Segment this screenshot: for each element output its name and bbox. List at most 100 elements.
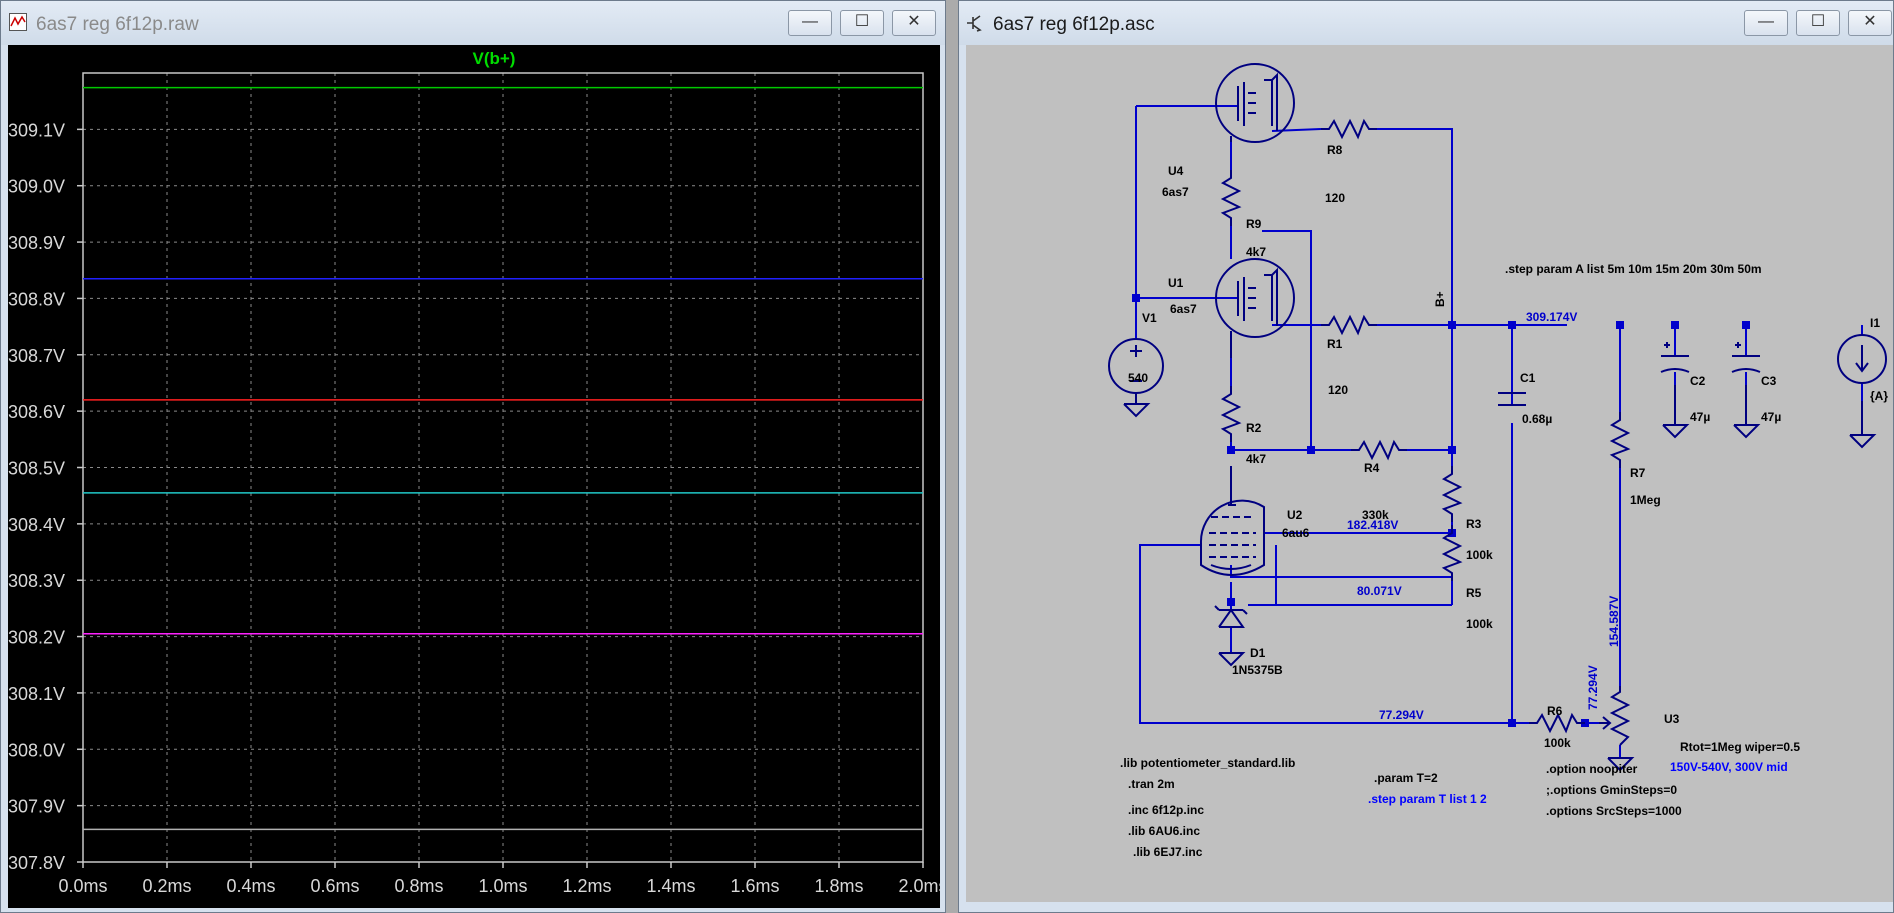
directive-step-a[interactable]: .step param A list 5m 10m 15m 20m 30m 50… [1505,262,1762,276]
label-i1-value: {A} [1870,389,1888,403]
x-tick-label: 0.2ms [142,876,191,896]
voltage-bplus: 309.174V [1526,310,1577,324]
voltage-cathode: 80.071V [1357,584,1402,598]
current-source-i1[interactable] [1837,334,1887,448]
schematic-app-icon [965,13,985,33]
y-tick-label: 308.3V [8,571,65,591]
y-tick-label: 308.1V [8,684,65,704]
y-tick-label: 308.8V [8,289,65,309]
resistor-r3[interactable] [1443,465,1461,523]
label-r7-value: 1Meg [1630,493,1661,507]
directive-opt-noopiter[interactable]: .option noopiter [1546,762,1638,776]
chart-title[interactable]: V(b+) [473,49,516,68]
pot-comment: 150V-540V, 300V mid [1670,760,1788,774]
x-tick-label: 0.8ms [394,876,443,896]
directive-tran[interactable]: .tran 2m [1128,777,1175,791]
x-tick-label: 1.6ms [730,876,779,896]
x-tick-label: 2.0ms [898,876,940,896]
label-r1: R1 [1327,337,1343,351]
resistor-r1[interactable] [1320,316,1378,334]
resistor-r9[interactable] [1222,169,1240,227]
label-r8: R8 [1327,143,1343,157]
voltage-r7-bottom: 154.587V [1607,596,1621,647]
y-tick-label: 308.7V [8,346,65,366]
label-r3: R3 [1466,517,1482,531]
y-tick-label: 309.0V [8,177,65,197]
label-c1: C1 [1520,371,1536,385]
x-tick-label: 1.2ms [562,876,611,896]
capacitor-c2[interactable] [1660,342,1690,438]
label-r6: R6 [1547,704,1563,718]
y-tick-label: 307.8V [8,853,65,873]
schematic-canvas[interactable]: U4 6as7 R8 120 R9 4k7 U1 6as7 V1 540 R1 … [966,45,1893,902]
y-tick-label: 309.1V [8,120,65,140]
resistor-r2[interactable] [1222,385,1240,443]
y-tick-label: 307.9V [8,797,65,817]
schematic-titlebar[interactable]: 6as7 reg 6f12p.asc — ☐ ✕ [959,1,1893,45]
label-u2-model: 6au6 [1282,526,1310,540]
minimize-button[interactable]: — [1744,10,1788,36]
label-r4-value: 330k [1362,508,1389,522]
label-r6-value: 100k [1544,736,1571,750]
label-bplus: B+ [1433,291,1447,307]
resistor-r4[interactable] [1350,441,1408,459]
x-tick-label: 1.8ms [814,876,863,896]
directive-lib-6au6[interactable]: .lib 6AU6.inc [1128,824,1200,838]
directive-lib-pot[interactable]: .lib potentiometer_standard.lib [1120,756,1295,770]
potentiometer-u3[interactable] [1599,686,1631,746]
close-button[interactable]: ✕ [1848,10,1892,36]
x-tick-label: 1.0ms [478,876,527,896]
label-c1-value: 0.68µ [1522,412,1552,426]
resistor-r7[interactable] [1611,411,1629,469]
label-c2-value: 47µ [1690,410,1710,424]
label-r3-value: 100k [1466,548,1493,562]
capacitor-c1[interactable] [1498,392,1526,406]
maximize-button[interactable]: ☐ [1796,10,1840,36]
voltage-wiper: 77.294V [1379,708,1424,722]
zener-diode-d1[interactable] [1214,605,1248,666]
label-r7: R7 [1630,466,1646,480]
label-r1-value: 120 [1328,383,1348,397]
x-tick-label: 1.4ms [646,876,695,896]
label-u4: U4 [1168,164,1184,178]
waveform-titlebar[interactable]: 6as7 reg 6f12p.raw — ☐ ✕ [1,1,945,45]
directive-opt-gmin[interactable]: ;.options GminSteps=0 [1546,783,1677,797]
directive-lib-6ej7[interactable]: .lib 6EJ7.inc [1133,845,1203,859]
label-i1: I1 [1870,316,1880,330]
x-tick-label: 0.4ms [226,876,275,896]
close-button[interactable]: ✕ [892,10,936,36]
label-r9-value: 4k7 [1246,245,1266,259]
junctions [1132,294,1750,727]
waveform-window: 6as7 reg 6f12p.raw — ☐ ✕ 0.0ms 0.2ms 0.4ms… [0,0,948,913]
directive-inc[interactable]: .inc 6f12p.inc [1128,803,1204,817]
directive-step-t[interactable]: .step param T list 1 2 [1368,792,1487,806]
directive-opt-srcsteps[interactable]: .options SrcSteps=1000 [1546,804,1682,818]
minimize-button[interactable]: — [788,10,832,36]
y-tick-label: 308.5V [8,459,65,479]
schematic-drawing[interactable]: U4 6as7 R8 120 R9 4k7 U1 6as7 V1 540 R1 … [966,45,1894,903]
waveform-app-icon [9,13,27,31]
tube-u4[interactable] [1215,63,1295,143]
resistor-r8[interactable] [1320,120,1378,138]
label-c3-value: 47µ [1761,410,1781,424]
capacitor-c3[interactable] [1731,342,1761,438]
label-r8-value: 120 [1325,191,1345,205]
voltage-source-v1[interactable] [1108,338,1164,417]
schematic-window: 6as7 reg 6f12p.asc — ☐ ✕ [958,0,1894,913]
label-d1: D1 [1250,646,1266,660]
label-r9: R9 [1246,217,1262,231]
label-v1-value: 540 [1128,371,1148,385]
tube-u1[interactable] [1215,258,1295,358]
directive-param-t[interactable]: .param T=2 [1374,771,1438,785]
label-c3: C3 [1761,374,1777,388]
waveform-window-title: 6as7 reg 6f12p.raw [36,14,199,35]
tube-u2[interactable] [1199,466,1265,576]
maximize-button[interactable]: ☐ [840,10,884,36]
x-tick-label: 0.0ms [58,876,107,896]
y-tick-label: 308.2V [8,628,65,648]
voltage-wiper-vertical: 77.294V [1586,665,1600,710]
schematic-window-title: 6as7 reg 6f12p.asc [993,14,1155,35]
label-v1: V1 [1142,311,1157,325]
